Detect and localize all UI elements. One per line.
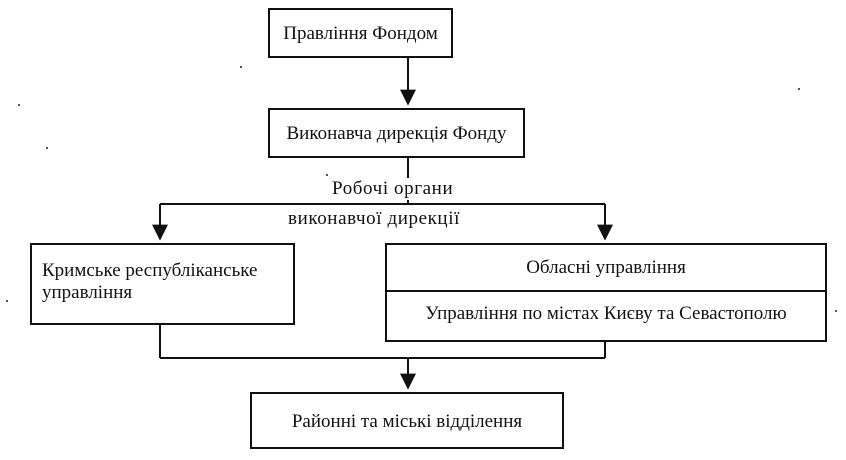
edge-label-line2: виконавчої дирекції bbox=[286, 208, 462, 230]
edge-label-line1: Робочі органи bbox=[330, 178, 456, 200]
regional-divider bbox=[387, 290, 825, 292]
scan-speck bbox=[326, 174, 328, 176]
regional-label: Обласні управління bbox=[526, 257, 686, 278]
scan-speck bbox=[18, 104, 20, 106]
kyiv-sevastopol-label: Управління по містах Києву та Севастопол… bbox=[425, 303, 787, 324]
scan-speck bbox=[46, 147, 48, 149]
executive-directorate-label: Виконавча дирекція Фонду bbox=[286, 123, 507, 144]
regional-box: Обласні управління Управління по містах … bbox=[385, 243, 827, 342]
scan-speck bbox=[240, 66, 242, 68]
board-box: Правління Фондом bbox=[268, 8, 453, 58]
crimea-box: Кримське республіканське управління bbox=[30, 243, 295, 325]
scan-speck bbox=[835, 310, 837, 312]
scan-speck bbox=[798, 88, 800, 90]
crimea-label-line2: управління bbox=[42, 282, 133, 303]
crimea-label: Кримське республіканське управління bbox=[42, 260, 287, 304]
crimea-label-line1: Кримське республіканське bbox=[42, 260, 258, 281]
district-city-box: Районні та міські відділення bbox=[250, 392, 564, 449]
scan-speck bbox=[6, 300, 8, 302]
district-city-label: Районні та міські відділення bbox=[291, 411, 523, 432]
executive-directorate-box: Виконавча дирекція Фонду bbox=[268, 108, 525, 158]
board-label: Правління Фондом bbox=[283, 23, 438, 44]
